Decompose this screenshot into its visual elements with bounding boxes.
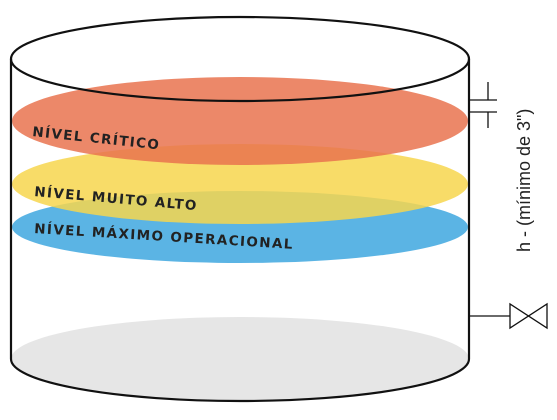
- level-critico-disk: [12, 77, 468, 165]
- height-marker: [469, 82, 497, 128]
- level-critico: [12, 77, 468, 165]
- tank-bottom: [11, 317, 469, 401]
- level-muito-alto-disk: [12, 144, 468, 224]
- height-label: h - (mínimo de 3"): [514, 109, 534, 252]
- tank-outline: [9, 15, 471, 403]
- valve-icon: [469, 302, 548, 330]
- tank-bottom-rim: [9, 358, 471, 403]
- level-muito-alto: [12, 144, 468, 224]
